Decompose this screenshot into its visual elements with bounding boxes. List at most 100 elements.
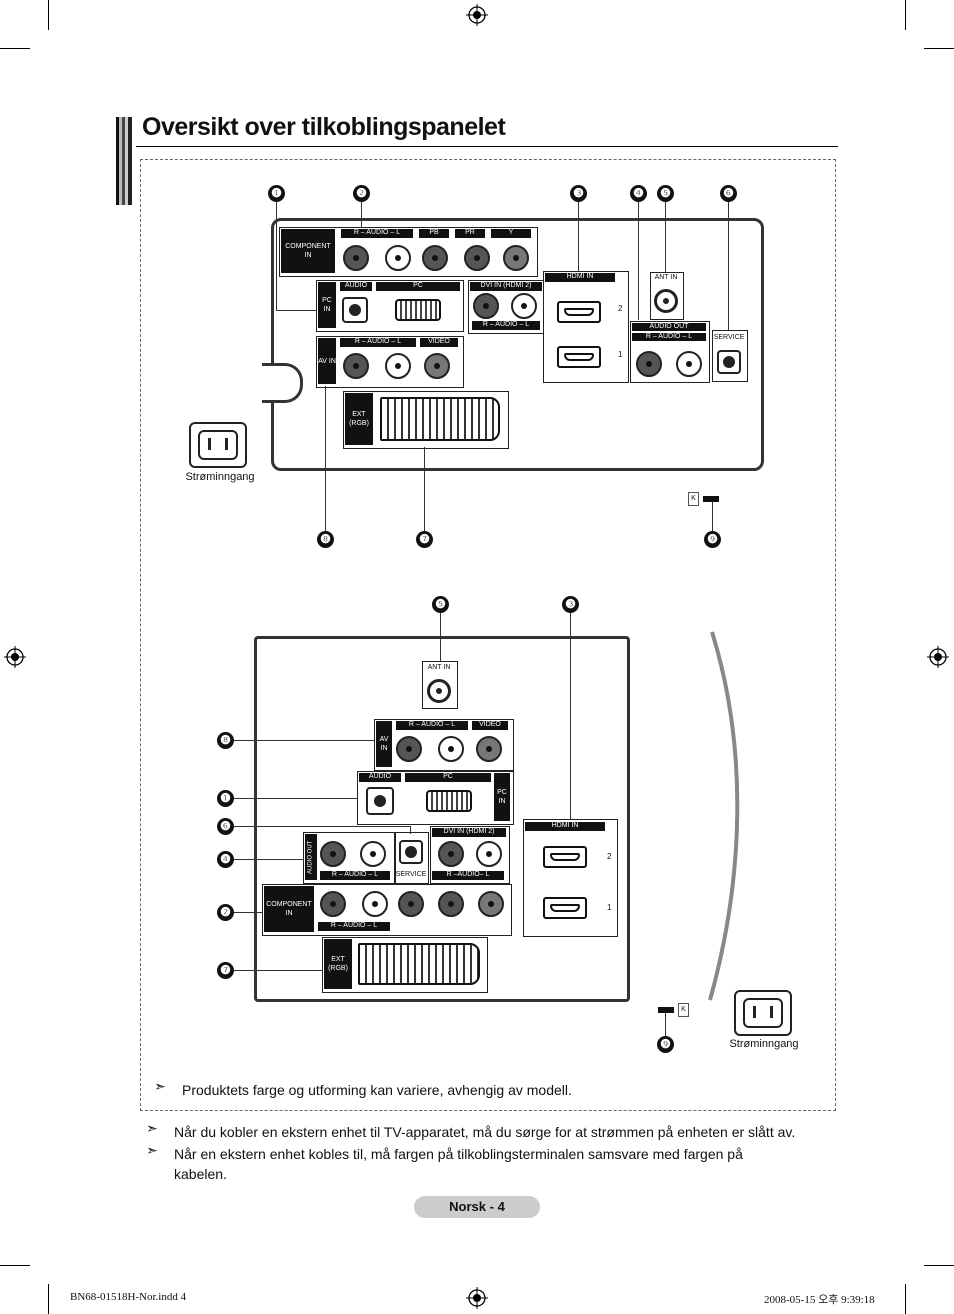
callout-7: ❼	[416, 531, 433, 548]
hdmi-in-block	[523, 819, 618, 937]
pc-label: PC	[405, 773, 491, 782]
hdmi-2-number: 2	[607, 852, 612, 861]
model-variation-note: Produktets farge og utforming kan varier…	[182, 1082, 572, 1098]
pc-label: PC	[376, 282, 460, 291]
av-video-jack[interactable]	[424, 353, 450, 379]
pc-dsub-port[interactable]	[395, 299, 441, 321]
kensington-lock-icon: K	[688, 492, 699, 506]
component-audio-l-jack[interactable]	[362, 891, 388, 917]
ant-in-jack[interactable]	[654, 289, 678, 313]
leader-line	[234, 826, 410, 827]
dvi-audio-l-jack[interactable]	[476, 841, 502, 867]
pc-audio-jack[interactable]	[366, 787, 394, 815]
av-audio-r-jack[interactable]	[343, 353, 369, 379]
power-caption: Strøminngang	[729, 1038, 799, 1050]
audio-out-rl-label: R – AUDIO – L	[632, 333, 706, 341]
registration-mark-icon	[4, 646, 26, 668]
component-pr-jack[interactable]	[464, 245, 490, 271]
callout-1: ❶	[268, 185, 285, 202]
component-pb-jack[interactable]	[422, 245, 448, 271]
component-y-jack[interactable]	[503, 245, 529, 271]
audio-out-label: AUDIO OUT	[305, 834, 317, 880]
audio-out-r-jack[interactable]	[320, 841, 346, 867]
service-label: SERVICE	[713, 334, 745, 341]
hdmi-1-port[interactable]	[557, 346, 601, 368]
av-video-jack[interactable]	[476, 736, 502, 762]
leader-line	[234, 970, 322, 971]
service-port[interactable]	[717, 350, 741, 374]
audio-out-l-jack[interactable]	[360, 841, 386, 867]
leader-line	[440, 613, 441, 661]
component-audio-l-jack[interactable]	[385, 245, 411, 271]
hdmi-1-port[interactable]	[543, 897, 587, 919]
callout-4: ❹	[630, 185, 647, 202]
component-pr-jack[interactable]	[438, 891, 464, 917]
power-socket-icon	[189, 422, 247, 468]
audio-out-r-jack[interactable]	[636, 351, 662, 377]
panel-outline	[254, 636, 630, 1002]
hdmi-1-number: 1	[618, 350, 623, 359]
component-audio-r-jack[interactable]	[320, 891, 346, 917]
av-in-label: AV IN	[318, 338, 336, 384]
component-audio-r-jack[interactable]	[343, 245, 369, 271]
note-arrow-icon: ➣	[146, 1121, 158, 1137]
note-arrow-icon: ➣	[146, 1143, 158, 1159]
kensington-slot	[703, 496, 719, 502]
pc-in-label: PC IN	[494, 773, 510, 821]
callout-8: ❽	[317, 531, 334, 548]
component-audio-rl-label: R – AUDIO – L	[318, 922, 390, 931]
ant-in-jack[interactable]	[427, 679, 451, 703]
dvi-audio-l-jack[interactable]	[511, 293, 537, 319]
hdmi-2-port[interactable]	[557, 301, 601, 323]
callout-6: ❻	[217, 818, 234, 835]
leader-line	[234, 859, 303, 860]
pc-in-label: PC IN	[318, 282, 336, 328]
audio-out-l-jack[interactable]	[676, 351, 702, 377]
power-socket-icon	[734, 990, 792, 1036]
kensington-lock-icon: K	[678, 1003, 689, 1017]
dvi-audio-rl-label: R –AUDIO– L	[432, 871, 504, 880]
callout-3: ❸	[562, 596, 579, 613]
callout-2: ❷	[353, 185, 370, 202]
av-video-label: VIDEO	[472, 721, 508, 730]
audio-out-rl-label: R – AUDIO – L	[320, 871, 390, 880]
hdmi-2-port[interactable]	[543, 846, 587, 868]
scart-port[interactable]	[380, 397, 500, 441]
callout-7: ❼	[217, 962, 234, 979]
av-audio-l-jack[interactable]	[438, 736, 464, 762]
leader-line	[665, 1013, 666, 1036]
component-pb-jack[interactable]	[398, 891, 424, 917]
kensington-slot	[658, 1007, 674, 1013]
av-audio-l-jack[interactable]	[385, 353, 411, 379]
av-in-label: AV IN	[376, 721, 392, 767]
note-arrow-icon: ➣	[154, 1079, 166, 1095]
component-y-jack[interactable]	[478, 891, 504, 917]
crop-mark	[48, 1284, 49, 1314]
crop-mark	[0, 48, 30, 49]
ext-rgb-label: EXT (RGB)	[324, 939, 352, 989]
dvi-audio-r-jack[interactable]	[473, 293, 499, 319]
leader-line	[234, 798, 357, 799]
leader-line	[578, 202, 579, 272]
dvi-audio-r-jack[interactable]	[438, 841, 464, 867]
pc-audio-jack[interactable]	[342, 297, 368, 323]
ext-rgb-label: EXT (RGB)	[345, 393, 373, 445]
dvi-in-label: DVI IN (HDMI 2)	[432, 828, 506, 837]
service-port[interactable]	[399, 840, 423, 864]
leader-line	[728, 202, 729, 330]
service-label: SERVICE	[395, 871, 427, 878]
av-audio-r-jack[interactable]	[396, 736, 422, 762]
callout-1: ❶	[217, 790, 234, 807]
leader-line	[276, 202, 277, 310]
panel-notch	[262, 363, 303, 403]
pc-dsub-port[interactable]	[426, 790, 472, 812]
hdmi-in-label: HDMI IN	[525, 822, 605, 831]
side-profile-curve	[708, 631, 740, 1001]
scart-port[interactable]	[358, 943, 480, 985]
callout-5: ❺	[432, 596, 449, 613]
page-number-badge: Norsk - 4	[414, 1196, 540, 1218]
crop-mark	[924, 48, 954, 49]
registration-mark-icon	[466, 1287, 488, 1309]
registration-mark-icon	[927, 646, 949, 668]
pc-audio-label: AUDIO	[359, 773, 401, 782]
